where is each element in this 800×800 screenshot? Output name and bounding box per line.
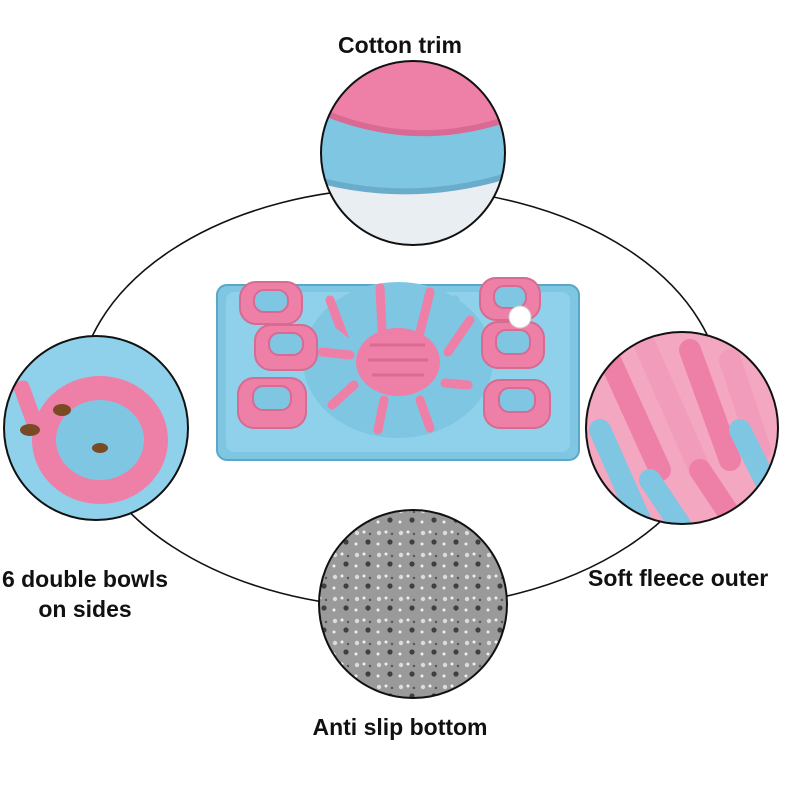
cotton-trim-callout [320,60,506,246]
anti-slip-label: Anti slip bottom [312,714,488,740]
double-bowls-label-line2: on sides [38,596,132,622]
snuffle-mat-image [216,277,580,461]
double-bowls-callout [3,335,189,521]
double-bowls-label-line1: 6 double bowls [1,566,169,592]
soft-fleece-label: Soft fleece outer [588,565,769,591]
soft-fleece-callout [585,331,779,525]
double-bowls-label: 6 double bowls on sides [0,564,170,624]
cotton-trim-label: Cotton trim [338,32,462,58]
anti-slip-callout [318,509,508,699]
